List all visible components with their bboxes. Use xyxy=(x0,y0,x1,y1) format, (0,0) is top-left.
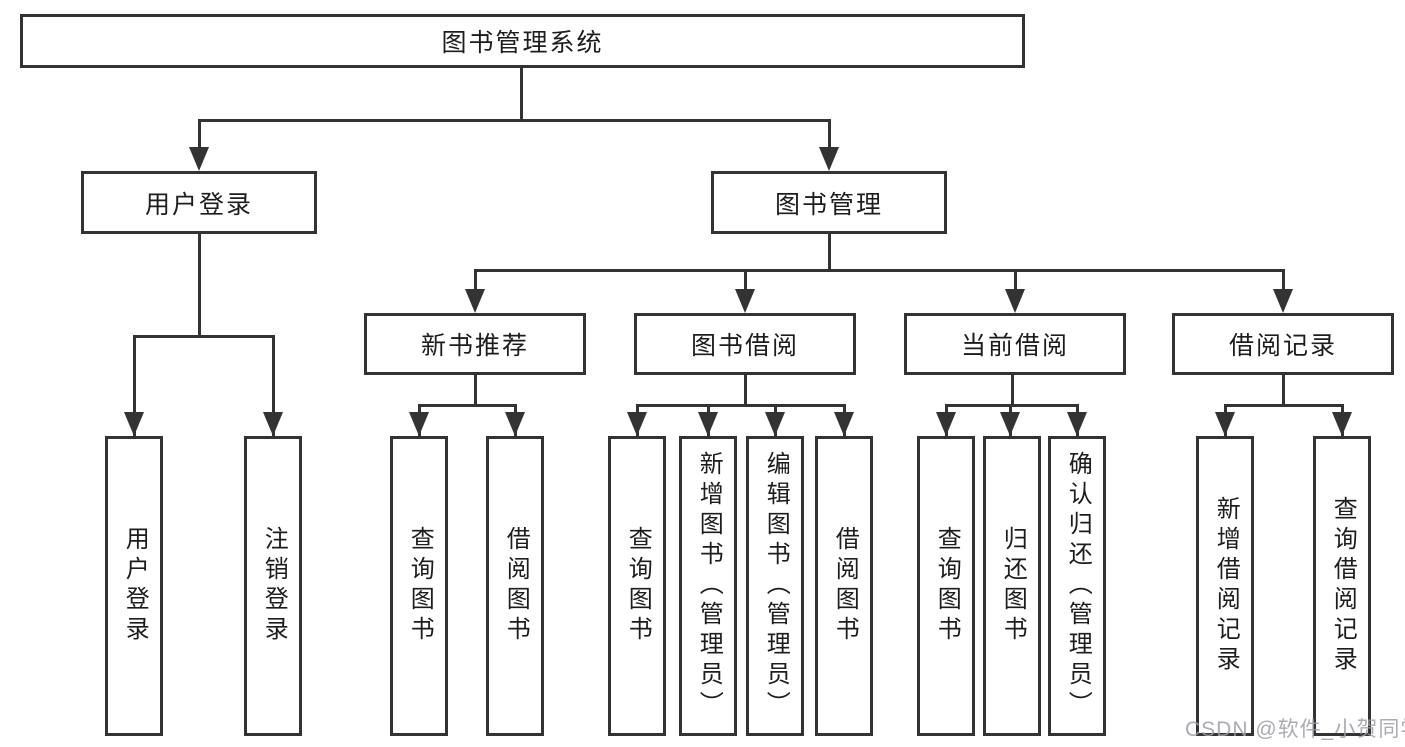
leaf-user-login: 用户登录 xyxy=(105,436,163,736)
connector-leg-user-login xyxy=(197,119,201,152)
leaf-return-books: 归还图书 xyxy=(983,436,1041,736)
arrow-down-icon xyxy=(735,289,755,313)
node-user-login: 用户登录 xyxy=(81,171,317,234)
connector-leg xyxy=(132,335,136,436)
arrow-down-icon xyxy=(1273,289,1293,313)
arrow-down-icon xyxy=(505,412,525,436)
connector-leg-book-management xyxy=(827,119,831,152)
connector-leg xyxy=(272,335,275,436)
connector-stem xyxy=(1010,375,1014,407)
connector-branch-level2 xyxy=(197,119,831,122)
arrow-down-icon xyxy=(834,412,854,436)
arrow-down-icon xyxy=(1067,412,1087,436)
arrow-down-icon xyxy=(936,412,956,436)
leaf-add-borrow-record: 新增借阅记录 xyxy=(1196,436,1254,736)
leaf-query-books-recommend: 查询图书 xyxy=(390,436,448,736)
leaf-logout: 注销登录 xyxy=(244,436,302,736)
connector-branch xyxy=(417,404,517,407)
arrow-down-icon xyxy=(189,147,209,171)
leaf-borrow-books-borrowing: 借阅图书 xyxy=(815,436,873,736)
leaf-edit-book-admin: 编辑图书（管理员） xyxy=(746,436,804,736)
leaf-query-books-current: 查询图书 xyxy=(917,436,975,736)
node-library-management-system: 图书管理系统 xyxy=(20,14,1025,68)
connector-book-management-stem xyxy=(827,234,831,272)
arrow-down-icon xyxy=(409,412,429,436)
arrow-down-icon xyxy=(465,289,485,313)
connector-branch xyxy=(1223,404,1344,407)
connector-leg xyxy=(1281,269,1285,298)
node-book-management: 图书管理 xyxy=(711,171,947,234)
watermark: CSDN @软件_小贺同学 xyxy=(1185,718,1405,741)
arrow-down-icon xyxy=(1000,412,1020,436)
connector-root-stem xyxy=(519,68,523,122)
arrow-down-icon xyxy=(627,412,647,436)
connector-stem xyxy=(473,375,477,407)
connector-user-login-stem xyxy=(197,234,201,338)
arrow-down-icon xyxy=(263,412,283,436)
node-new-book-recommendation: 新书推荐 xyxy=(364,313,586,375)
connector-stem xyxy=(1281,375,1285,407)
leaf-confirm-return-admin: 确认归还（管理员） xyxy=(1048,436,1106,736)
connector-branch xyxy=(944,404,1079,407)
leaf-query-books-borrowing: 查询图书 xyxy=(608,436,666,736)
connector-leg xyxy=(743,269,747,298)
arrow-down-icon xyxy=(765,412,785,436)
node-book-borrowing: 图书借阅 xyxy=(634,313,856,375)
connector-stem xyxy=(743,375,747,407)
node-borrowing-records: 借阅记录 xyxy=(1172,313,1394,375)
connector-leg xyxy=(473,269,477,298)
arrow-down-icon xyxy=(698,412,718,436)
arrow-down-icon xyxy=(124,412,144,436)
arrow-down-icon xyxy=(1215,412,1235,436)
leaf-query-borrow-record: 查询借阅记录 xyxy=(1313,436,1371,736)
arrow-down-icon xyxy=(1332,412,1352,436)
leaf-add-book-admin: 新增图书（管理员） xyxy=(679,436,737,736)
arrow-down-icon xyxy=(819,147,839,171)
leaf-borrow-books-recommend: 借阅图书 xyxy=(486,436,544,736)
arrow-down-icon xyxy=(1005,289,1025,313)
node-current-borrowing: 当前借阅 xyxy=(904,313,1126,375)
connector-leg xyxy=(1013,269,1017,298)
connector-branch-user-login xyxy=(132,335,275,338)
connector-branch xyxy=(635,404,846,407)
connector-branch-level3 xyxy=(473,269,1285,272)
